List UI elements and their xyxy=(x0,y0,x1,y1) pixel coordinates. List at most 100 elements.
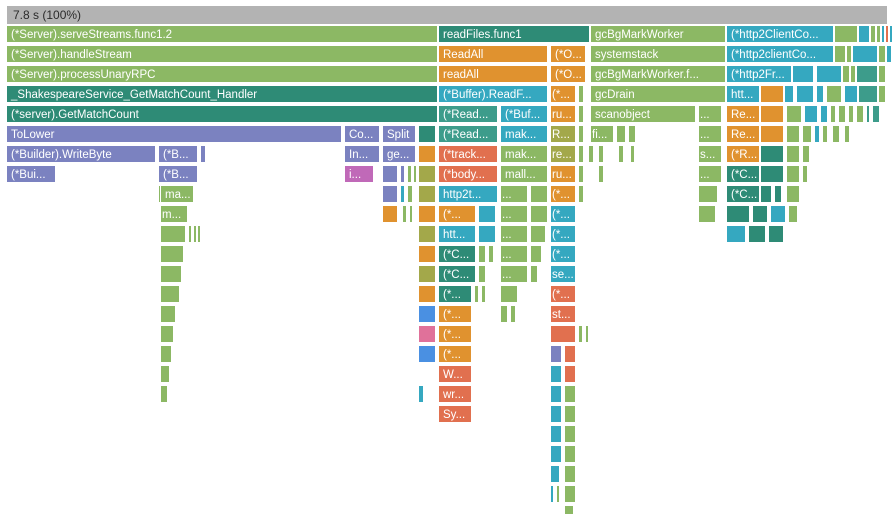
flame-frame-unlabeled[interactable] xyxy=(886,45,892,63)
flame-frame[interactable]: ... xyxy=(500,205,528,223)
flame-frame-unlabeled[interactable] xyxy=(418,205,436,223)
flame-frame-unlabeled[interactable] xyxy=(770,205,786,223)
flame-frame[interactable]: (*C... xyxy=(726,165,760,183)
flame-frame-unlabeled[interactable] xyxy=(878,65,886,83)
flame-frame-unlabeled[interactable] xyxy=(889,25,893,43)
flame-frame[interactable]: (*O... xyxy=(550,65,586,83)
flame-frame[interactable]: systemstack xyxy=(590,45,726,63)
flame-frame-unlabeled[interactable] xyxy=(564,465,576,483)
flame-frame-unlabeled[interactable] xyxy=(846,45,852,63)
flame-frame[interactable]: wr... xyxy=(438,385,472,403)
flame-frame[interactable]: (*Read... xyxy=(438,125,498,143)
flame-frame-unlabeled[interactable] xyxy=(578,105,584,123)
flame-frame-unlabeled[interactable] xyxy=(382,185,398,203)
flame-frame-unlabeled[interactable] xyxy=(788,205,798,223)
flame-frame-unlabeled[interactable] xyxy=(478,225,496,243)
flame-frame-unlabeled[interactable] xyxy=(402,205,407,223)
flame-frame-unlabeled[interactable] xyxy=(852,45,878,63)
flame-frame-unlabeled[interactable] xyxy=(418,225,436,243)
flame-frame-unlabeled[interactable] xyxy=(550,385,562,403)
flame-frame-unlabeled[interactable] xyxy=(585,325,589,343)
flame-frame-unlabeled[interactable] xyxy=(418,345,436,363)
flame-frame-unlabeled[interactable] xyxy=(796,85,814,103)
flame-frame-unlabeled[interactable] xyxy=(418,305,436,323)
flame-frame-unlabeled[interactable] xyxy=(382,165,398,183)
flame-frame[interactable]: ... xyxy=(500,225,528,243)
flame-frame-unlabeled[interactable] xyxy=(418,125,436,143)
flame-frame-unlabeled[interactable] xyxy=(550,465,560,483)
flame-frame-unlabeled[interactable] xyxy=(618,145,624,163)
flame-frame[interactable]: (*Server).serveStreams.func1.2 xyxy=(6,25,438,43)
flame-frame-unlabeled[interactable] xyxy=(802,145,810,163)
flame-frame-unlabeled[interactable] xyxy=(816,85,824,103)
flame-frame[interactable]: ... xyxy=(698,105,722,123)
flame-frame-unlabeled[interactable] xyxy=(858,25,870,43)
flame-frame-unlabeled[interactable] xyxy=(752,205,768,223)
flame-frame[interactable]: (*... xyxy=(438,205,476,223)
flame-frame-unlabeled[interactable] xyxy=(792,65,814,83)
flame-frame-unlabeled[interactable] xyxy=(856,65,878,83)
flame-frame-unlabeled[interactable] xyxy=(784,85,794,103)
flame-frame-unlabeled[interactable] xyxy=(850,65,856,83)
flame-frame-unlabeled[interactable] xyxy=(407,185,413,203)
flame-frame[interactable]: htt... xyxy=(726,85,760,103)
flame-frame-unlabeled[interactable] xyxy=(564,385,576,403)
flame-frame-unlabeled[interactable] xyxy=(834,25,858,43)
flame-frame[interactable]: W... xyxy=(438,365,472,383)
flame-frame-unlabeled[interactable] xyxy=(802,125,812,143)
flame-frame-unlabeled[interactable] xyxy=(550,425,562,443)
flame-frame[interactable]: (*... xyxy=(438,325,472,343)
flame-frame-unlabeled[interactable] xyxy=(760,125,784,143)
flame-frame-unlabeled[interactable] xyxy=(768,225,784,243)
flame-frame-unlabeled[interactable] xyxy=(564,505,574,514)
flame-frame-unlabeled[interactable] xyxy=(530,265,538,283)
flame-frame-unlabeled[interactable] xyxy=(550,405,562,423)
flame-frame-unlabeled[interactable] xyxy=(478,245,486,263)
flame-frame-unlabeled[interactable] xyxy=(550,485,554,503)
flame-frame-unlabeled[interactable] xyxy=(400,185,405,203)
flame-frame-unlabeled[interactable] xyxy=(530,205,548,223)
flame-frame-unlabeled[interactable] xyxy=(786,185,800,203)
flame-frame[interactable]: Sy... xyxy=(438,405,472,423)
flame-frame[interactable]: m... xyxy=(160,205,188,223)
flame-frame[interactable]: (*... xyxy=(550,185,576,203)
flame-frame-unlabeled[interactable] xyxy=(822,125,828,143)
flame-frame-unlabeled[interactable] xyxy=(578,125,584,143)
flame-frame[interactable]: htt... xyxy=(438,225,476,243)
flame-frame-unlabeled[interactable] xyxy=(844,85,858,103)
flame-frame[interactable]: scanobject xyxy=(590,105,696,123)
flame-frame-unlabeled[interactable] xyxy=(550,345,562,363)
flame-frame-unlabeled[interactable] xyxy=(802,165,808,183)
flame-frame-unlabeled[interactable] xyxy=(556,485,560,503)
flame-frame[interactable]: (*server).GetMatchCount xyxy=(6,105,438,123)
flame-frame[interactable]: readFiles.func1 xyxy=(438,25,590,43)
flame-frame-unlabeled[interactable] xyxy=(760,185,772,203)
flame-frame-unlabeled[interactable] xyxy=(816,65,842,83)
flame-frame[interactable]: gcBgMarkWorker.f... xyxy=(590,65,726,83)
flame-frame[interactable]: (*C... xyxy=(438,245,476,263)
flame-frame-unlabeled[interactable] xyxy=(530,245,542,263)
flame-frame-unlabeled[interactable] xyxy=(878,85,886,103)
flame-frame[interactable]: _ShakespeareService_GetMatchCount_Handle… xyxy=(6,85,438,103)
flame-frame-unlabeled[interactable] xyxy=(786,105,802,123)
flame-frame-unlabeled[interactable] xyxy=(804,105,818,123)
flame-frame-unlabeled[interactable] xyxy=(160,225,186,243)
flame-frame-unlabeled[interactable] xyxy=(418,265,436,283)
flame-frame-unlabeled[interactable] xyxy=(474,285,479,303)
flame-frame-unlabeled[interactable] xyxy=(160,345,172,363)
flame-frame-unlabeled[interactable] xyxy=(832,125,840,143)
flame-frame[interactable]: mak... xyxy=(500,145,548,163)
flame-frame-unlabeled[interactable] xyxy=(630,145,635,163)
flame-frame[interactable]: st... xyxy=(550,305,576,323)
flame-frame[interactable]: (*http2ClientCo... xyxy=(726,25,834,43)
flame-frame-unlabeled[interactable] xyxy=(760,85,784,103)
flame-frame-unlabeled[interactable] xyxy=(760,105,784,123)
flame-frame-unlabeled[interactable] xyxy=(193,225,197,243)
flame-frame[interactable]: (*Builder).WriteByte xyxy=(6,145,156,163)
flame-frame[interactable]: (*... xyxy=(438,305,472,323)
flame-frame-unlabeled[interactable] xyxy=(418,165,436,183)
flame-frame-unlabeled[interactable] xyxy=(598,145,604,163)
flame-frame[interactable]: (*... xyxy=(550,85,576,103)
flame-frame-unlabeled[interactable] xyxy=(564,425,576,443)
